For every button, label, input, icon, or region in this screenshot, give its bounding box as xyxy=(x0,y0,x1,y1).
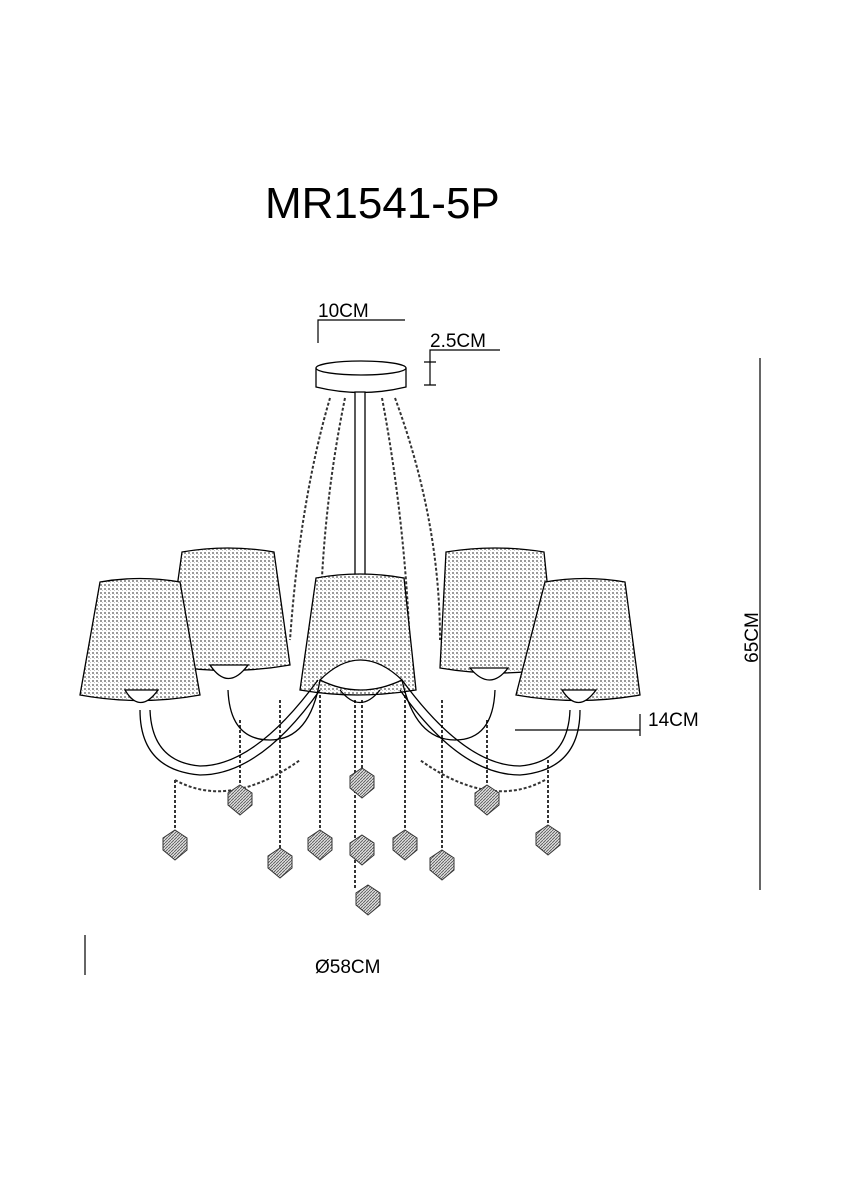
shade-1 xyxy=(79,577,201,702)
total-height-label: 65CM xyxy=(741,612,763,663)
arms xyxy=(123,659,598,776)
canopy-diameter-label: 10CM xyxy=(318,301,369,322)
diameter-label: Ø58CM xyxy=(315,957,381,978)
lamp-shades xyxy=(79,547,641,702)
model-title: MR1541-5P xyxy=(265,179,500,228)
crystals xyxy=(162,767,561,916)
shade-5 xyxy=(515,577,641,702)
shade-3 xyxy=(299,573,417,696)
canopy-height-label: 2.5CM xyxy=(430,331,486,352)
shade-height-label: 14CM xyxy=(648,710,699,731)
